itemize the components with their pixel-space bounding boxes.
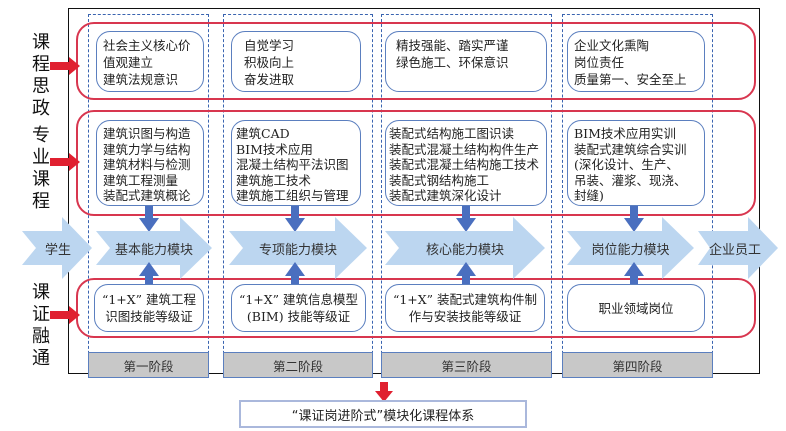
- course-box-1: 建筑识图与构造 建筑力学与结构 建筑材料与检测 建筑工程测量 装配式建筑概论: [96, 120, 204, 206]
- up-arrow-icon-2: [285, 262, 305, 288]
- course-box-4: BIM技术应用实训 装配式建筑综合实训 (深化设计、生产、 吊装、灌浆、现浇、 …: [567, 120, 705, 206]
- course-box-2: 建筑CAD BIM技术应用 混凝土结构平法识图 建筑施工技术 建筑施工组织与管理: [231, 120, 361, 206]
- professional-arrow-icon: [50, 153, 80, 171]
- module-chevron-4: 岗位能力模块: [567, 217, 694, 279]
- end-chevron: 企业员工: [698, 217, 778, 279]
- result-arrow-icon: [375, 382, 393, 402]
- chevron-shape-icon: [229, 217, 367, 279]
- chevron-shape-icon: [22, 217, 92, 279]
- ideology-box-1: 社会主义核心价 值观建立 建筑法规意识: [96, 31, 204, 92]
- stage-label-4: 第四阶段: [562, 352, 713, 378]
- stage-label-1: 第一阶段: [88, 352, 209, 378]
- down-arrow-icon-4: [624, 206, 644, 232]
- certificate-box-3: “1+X” 装配式建筑构件制 作与安装技能等级证: [385, 284, 545, 332]
- start-label: 学生: [44, 242, 71, 258]
- ideology-arrow-icon: [50, 57, 80, 75]
- module-label-1: 基本能力模块: [114, 242, 193, 258]
- course-box-3: 装配式结构施工图识读 装配式混凝土结构构件生产 装配式混凝土结构施工技术 装配式…: [385, 120, 547, 206]
- chevron-shape-icon: [96, 217, 212, 279]
- row-label-professional: 专业课程: [32, 125, 50, 212]
- chevron-shape-icon: [385, 217, 545, 279]
- module-chevron-2: 专项能力模块: [229, 217, 367, 279]
- row-label-ideology: 课程思政: [32, 32, 50, 119]
- end-label: 企业员工: [708, 242, 761, 258]
- module-label-4: 岗位能力模块: [591, 242, 670, 258]
- ideology-box-2: 自觉学习 积极向上 奋发进取: [231, 31, 361, 92]
- start-chevron: 学生: [22, 217, 92, 279]
- system-title: “课证岗进阶式”模块化课程体系: [239, 400, 527, 428]
- certificate-band: [76, 278, 756, 338]
- certificate-arrow-icon: [50, 306, 80, 324]
- certificate-box-2: “1+X” 建筑信息模型 (BIM) 技能等级证: [231, 284, 366, 332]
- module-chevron-3: 核心能力模块: [385, 217, 545, 279]
- ideology-box-3: 精技强能、踏实严谨 绿色施工、环保意识: [385, 31, 547, 92]
- stage-label-2: 第二阶段: [223, 352, 373, 378]
- stage-label-3: 第三阶段: [381, 352, 552, 378]
- ideology-box-4: 企业文化熏陶 岗位责任 质量第一、安全至上: [567, 31, 705, 92]
- certificate-box-4: 职业领域岗位: [567, 284, 705, 332]
- module-label-3: 核心能力模块: [425, 242, 504, 258]
- chevron-shape-icon: [567, 217, 694, 279]
- up-arrow-icon-3: [456, 262, 476, 288]
- down-arrow-icon-3: [456, 206, 476, 232]
- down-arrow-icon-2: [285, 206, 305, 232]
- certificate-box-1: “1+X” 建筑工程 识图技能等级证: [94, 284, 204, 332]
- ideology-band: [76, 22, 756, 100]
- row-label-certificate: 课证融通: [32, 282, 50, 369]
- module-label-2: 专项能力模块: [258, 242, 337, 258]
- chevron-shape-icon: [698, 217, 778, 279]
- up-arrow-icon-1: [139, 262, 159, 288]
- up-arrow-icon-4: [624, 262, 644, 288]
- down-arrow-icon-1: [139, 206, 159, 232]
- module-chevron-1: 基本能力模块: [96, 217, 212, 279]
